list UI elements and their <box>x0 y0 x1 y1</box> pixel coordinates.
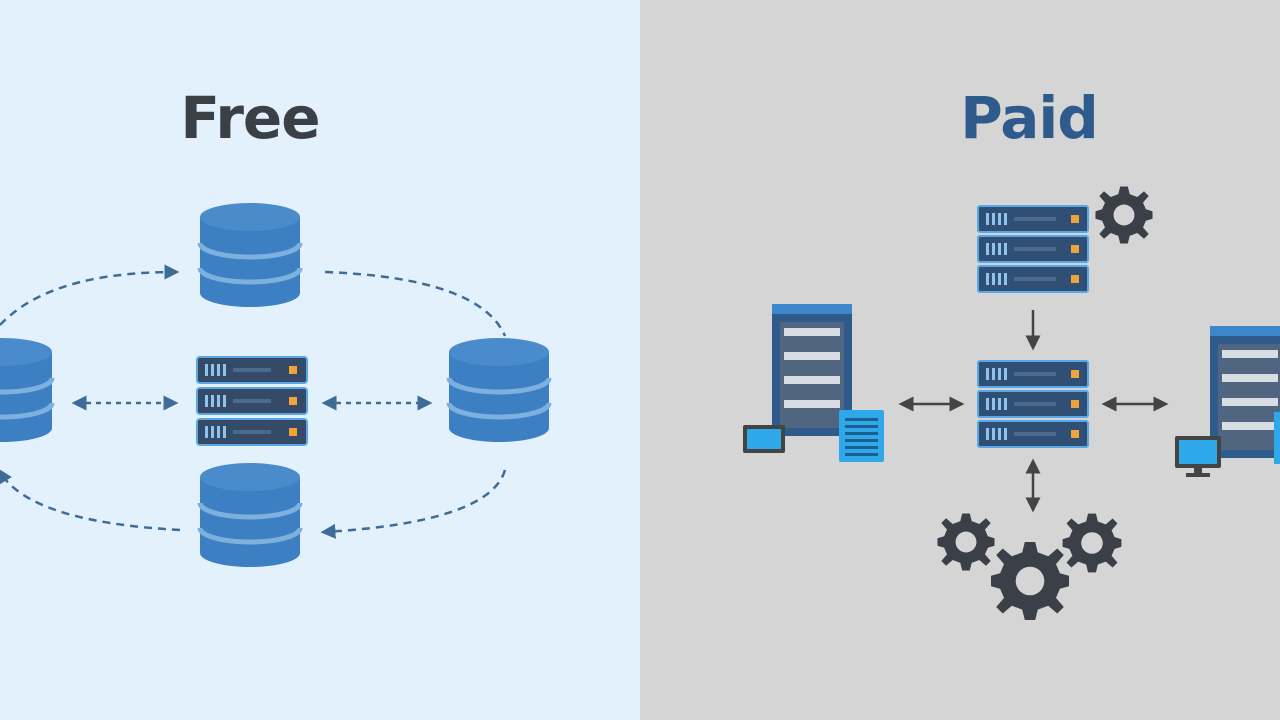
gear-icon <box>937 513 995 571</box>
monitor-icon <box>1175 436 1221 477</box>
database-icon <box>200 203 300 307</box>
free-diagram <box>0 200 552 570</box>
paid-panel <box>640 0 1280 720</box>
server-rack-icon <box>977 205 1089 293</box>
dashed-arrow-icon <box>320 469 507 539</box>
paid-background <box>640 0 1280 720</box>
gear-icon <box>1062 513 1122 573</box>
workstation-icon <box>743 304 884 462</box>
gear-icon <box>991 542 1069 620</box>
free-panel <box>0 0 640 720</box>
dashed-arrow-icon <box>0 468 181 532</box>
gear-icon <box>1095 186 1153 244</box>
free-title: Free <box>180 84 320 152</box>
dashed-arrow-icon <box>0 264 180 326</box>
workstation-icon <box>1175 326 1280 477</box>
document-icon <box>839 410 884 462</box>
server-rack-icon <box>977 360 1089 448</box>
database-icon <box>449 338 549 442</box>
dashed-arrow-icon <box>324 270 507 337</box>
server-rack-icon <box>196 356 308 446</box>
paid-diagram <box>640 0 1280 720</box>
database-icon <box>200 463 300 567</box>
paid-title: Paid <box>960 84 1099 152</box>
database-icon <box>0 338 52 442</box>
